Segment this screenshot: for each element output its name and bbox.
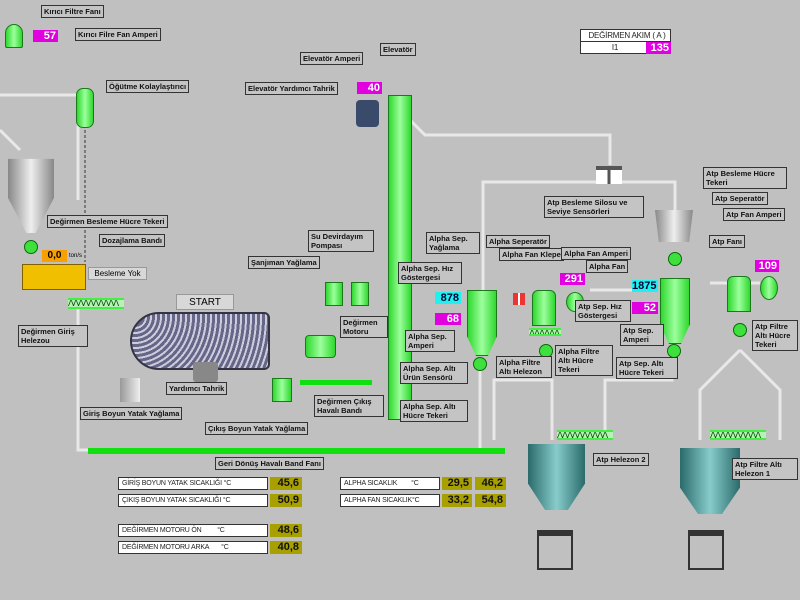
- label-elevator-amperi: Elevatör Amperi: [300, 52, 364, 65]
- label-atp-seperator: Atp Seperatör: [712, 192, 768, 205]
- label-su-pompa: Su Devirdayım Pompası: [308, 230, 374, 252]
- kirici-fan-amper-value: 57: [33, 30, 58, 42]
- dozaj-unit: ton/s: [69, 253, 83, 259]
- alpha-amper-value: 68: [435, 313, 461, 325]
- label-atp-fani: Atp Fanı: [709, 235, 745, 248]
- label-atp-filtre-hucre: Atp Filtre Altı Hücre Tekeri: [752, 320, 798, 351]
- elevator-aux-motor-icon[interactable]: [356, 100, 379, 127]
- atp-feed-silo[interactable]: [655, 210, 693, 242]
- label-alpha-fan-amperi: Alpha Fan Amperi: [561, 247, 631, 260]
- dozaj-value: 0,0: [42, 250, 67, 262]
- atp-hiz-value: 1875: [632, 280, 658, 292]
- cikis-bandi[interactable]: [300, 380, 372, 385]
- sanjiman-pump-icon[interactable]: [325, 282, 343, 306]
- label-alpha-filtre-hucre: Alpha Filtre Altı Hücre Tekeri: [555, 345, 613, 376]
- akim-row-label: I1: [580, 41, 647, 54]
- label-alpha-hiz: Alpha Sep. Hız Göstergesi: [398, 262, 462, 284]
- label-atp-besleme-hucre: Atp Besleme Hücre Tekeri: [703, 167, 787, 189]
- label-atp-fan-amperi: Atp Fan Amperi: [723, 208, 785, 221]
- label-elevator-tahrik: Elevatör Yardımcı Tahrik: [245, 82, 338, 95]
- temp-value-motor-arka: 40,8: [270, 541, 302, 554]
- geri-donus-bandi[interactable]: [88, 448, 505, 454]
- alpha-filter[interactable]: [532, 290, 556, 326]
- alpha-filtre-helezon[interactable]: ΛΛΛΛΛΛ: [529, 328, 561, 336]
- giris-helezon[interactable]: ΛΛΛΛΛΛΛΛΛΛ: [68, 298, 124, 309]
- temp-value-giris: 45,6: [270, 477, 302, 490]
- label-alpha-fan: Alpha Fan: [586, 260, 629, 273]
- label-yardimci-tahrik: Yardımcı Tahrik: [166, 382, 228, 395]
- temp-label-alpha-fan: ALPHA FAN SICAKLIK°C: [340, 494, 440, 507]
- ogutme-motor-icon[interactable]: [76, 88, 94, 128]
- alpha-fan-klepe-icon[interactable]: [513, 293, 525, 305]
- atp-filter[interactable]: [727, 276, 751, 312]
- su-pump-icon[interactable]: [351, 282, 369, 306]
- valve-icon[interactable]: [596, 166, 622, 184]
- temp-label-alpha: ALPHA SICAKLIK °C: [340, 477, 440, 490]
- atp-helezon-1[interactable]: ΛΛΛΛΛΛΛΛΛΛ: [710, 430, 766, 440]
- atp-besleme-hucre-wheel-icon[interactable]: [668, 252, 682, 266]
- label-sanjiman: Şanjıman Yağlama: [248, 256, 320, 269]
- giris-yaglama-icon[interactable]: [120, 378, 140, 402]
- label-dozajlama: Dozajlama Bandı: [99, 234, 166, 247]
- temp-value-alpha-fan-2: 54,8: [475, 494, 506, 507]
- atp-fan-amper-value: 109: [755, 260, 779, 272]
- label-atp-sep-hucre: Atp Sep. Altı Hücre Tekeri: [616, 357, 678, 379]
- temp-label-cikis: ÇIKIŞ BOYUN YATAK SICAKLIĞI °C: [118, 494, 268, 507]
- cikis-yaglama-icon[interactable]: [272, 378, 292, 402]
- temp-label-giris: GİRİŞ BOYUN YATAK SICAKLIĞI °C: [118, 477, 268, 490]
- akim-value: 135: [646, 42, 671, 54]
- degirmen-motor-icon[interactable]: [305, 335, 336, 358]
- label-cikis-yaglama: Çıkış Boyun Yatak Yağlama: [205, 422, 309, 435]
- temp-value-motor-on: 48,6: [270, 524, 302, 537]
- silo-1-discharge: [537, 530, 573, 570]
- start-button[interactable]: START: [176, 294, 234, 310]
- label-alpha-fan-klepe: Alpha Fan Klepe: [499, 248, 564, 261]
- label-alpha-urun-sensor: Alpha Sep. Altı Ürün Sensörü: [400, 362, 468, 384]
- temp-value-cikis: 50,9: [270, 494, 302, 507]
- label-giris-yaglama: Giriş Boyun Yatak Yağlama: [80, 407, 183, 420]
- atp-fan-icon[interactable]: [760, 276, 778, 300]
- label-kirici-filtre-fani: Kırıcı Filtre Fanı: [41, 5, 104, 18]
- label-cikis-bandi: Değirmen Çıkış Havalı Bandı: [314, 395, 384, 417]
- besleme-hucre-wheel-icon[interactable]: [24, 240, 38, 254]
- label-kirici-fan-amperi: Kırıcı Filre Fan Amperi: [75, 28, 161, 41]
- elevator-amper-value: 40: [357, 82, 382, 94]
- label-alpha-sep-yaglama: Alpha Sep. Yağlama: [426, 232, 480, 254]
- atp-sep-hucre-wheel-icon[interactable]: [667, 344, 681, 358]
- label-besleme-hucre: Değirmen Besleme Hücre Tekeri: [47, 215, 168, 228]
- atp-filtre-hucre-wheel-icon[interactable]: [733, 323, 747, 337]
- atp-amper-value: 52: [632, 302, 658, 314]
- label-elevator: Elevatör: [380, 43, 416, 56]
- atp-separator[interactable]: [660, 278, 690, 344]
- dozaj-belt[interactable]: [22, 264, 86, 290]
- temp-label-motor-on: DEĞİRMEN MOTORU ÖN °C: [118, 524, 268, 537]
- alpha-sep-hucre-wheel-icon[interactable]: [473, 357, 487, 371]
- label-atp-amperi: Atp Sep. Amperi: [620, 324, 664, 346]
- besleme-button[interactable]: Besleme Yok: [88, 267, 147, 280]
- label-atp-helezon2: Atp Helezon 2: [593, 453, 649, 466]
- label-alpha-seperator: Alpha Seperatör: [486, 235, 550, 248]
- atp-helezon-2[interactable]: ΛΛΛΛΛΛΛΛΛΛ: [557, 430, 613, 440]
- label-alpha-amperi: Alpha Sep. Amperi: [405, 330, 455, 352]
- label-ogutme: Öğütme Kolaylaştırıcı: [106, 80, 190, 93]
- label-atp-silo: Atp Besleme Silosu ve Seviye Sensörleri: [544, 196, 644, 218]
- label-atp-hiz: Atp Sep. Hız Göstergesi: [575, 300, 631, 322]
- temp-value-alpha-2: 46,2: [475, 477, 506, 490]
- alpha-separator[interactable]: [467, 290, 497, 356]
- yardimci-tahrik-icon[interactable]: [193, 362, 218, 382]
- alpha-hiz-value: 878: [435, 292, 461, 304]
- kirici-filtre-fan-icon[interactable]: [5, 24, 23, 48]
- label-atp-helezon1: Atp Filtre Altı Helezon 1: [732, 458, 798, 480]
- temp-label-motor-arka: DEĞİRMEN MOTORU ARKA °C: [118, 541, 268, 554]
- label-alpha-filtre-helezon: Alpha Filtre Altı Helezon: [496, 356, 552, 378]
- label-giris-helezon: Değirmen Giriş Helezou: [18, 325, 88, 347]
- label-geri-donus: Geri Dönüş Havalı Band Fanı: [215, 457, 324, 470]
- silo-2-discharge: [688, 530, 724, 570]
- alpha-fan-amper-value: 291: [560, 273, 585, 285]
- temp-value-alpha-fan-1: 33,2: [442, 494, 472, 507]
- temp-value-alpha-1: 29,5: [442, 477, 472, 490]
- label-alpha-hucre: Alpha Sep. Altı Hücre Tekeri: [400, 400, 468, 422]
- label-degirmen-motoru: Değirmen Motoru: [340, 316, 388, 338]
